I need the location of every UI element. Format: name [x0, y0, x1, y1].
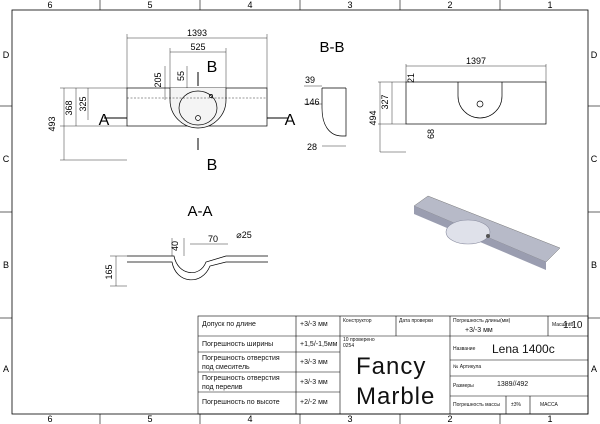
tol-length-label: Допуск по длине [202, 321, 256, 328]
section-aa-profile [127, 255, 268, 273]
brand-logo: Fancy Marble [356, 353, 436, 410]
drain-icon [195, 115, 201, 121]
zone-col-label: 1 [547, 414, 552, 424]
zone-col-label: 6 [47, 414, 52, 424]
scale-value: 1:10 [563, 320, 583, 331]
title-block-grid [197, 315, 589, 415]
zone-row-label: B [591, 260, 597, 270]
bowl-rim [169, 88, 227, 129]
back-bowl [457, 82, 503, 119]
dim-1397: 1397 [466, 56, 486, 66]
section-mark-b-top: B [207, 59, 218, 76]
scale-label: Масштаб [552, 322, 574, 328]
section-bb-profile [321, 88, 347, 137]
zone-row-label: C [591, 154, 598, 164]
size-label: Размеры [453, 383, 474, 389]
dim-68: 68 [426, 129, 436, 139]
section-mark-a-right: A [285, 112, 296, 129]
sink-3d-render [413, 195, 561, 270]
drain-icon [476, 100, 484, 108]
article-label: № Артикула [453, 364, 482, 370]
section-mark-a-left: A [99, 112, 110, 129]
mass-label: МАССА [540, 402, 558, 408]
dim-525: 525 [190, 42, 205, 52]
size-value: 1389//492 [497, 381, 529, 388]
section-bb-view [304, 85, 347, 147]
mass-tol-label: Погрешность массы [453, 402, 500, 408]
zone-col-label: 1 [547, 0, 552, 10]
zone-col-label: 4 [247, 0, 252, 10]
bowl-inner [178, 90, 218, 126]
zone-row-label: D [591, 50, 598, 60]
tap-hole-icon [209, 94, 213, 98]
tol-height-value: +2/-2 мм [300, 399, 328, 406]
render-drain-icon [486, 234, 490, 238]
zone-row-label: B [3, 260, 9, 270]
name-value: Lena 1400c [492, 342, 555, 356]
section-aa-view [110, 238, 268, 287]
dim-494: 494 [368, 110, 378, 125]
dim-146: 146 [304, 97, 319, 107]
mass-tol-value: ±3% [511, 402, 521, 408]
dim-205: 205 [153, 72, 163, 87]
zone-col-label: 5 [147, 0, 152, 10]
section-bb-title: B-B [319, 39, 344, 56]
length-tol-label: Погрешность длины(мм) [453, 318, 511, 324]
tol-width-label: Погрешность ширины [202, 341, 274, 348]
dim-hole-25: ⌀25 [236, 230, 251, 240]
tol-overflow-value: +3/-3 мм [300, 379, 328, 386]
section-aa-title: A-A [187, 203, 212, 220]
dim-39: 39 [305, 75, 315, 85]
dim-40: 40 [170, 241, 180, 251]
constructor-label: Конструктор [343, 318, 372, 324]
tol-width-value: +1,5/-1,5мм [300, 341, 338, 348]
tol-length-value: +3/-3 мм [300, 321, 328, 328]
zone-col-label: 2 [447, 0, 452, 10]
zone-col-label: 4 [247, 414, 252, 424]
name-label: Название [453, 346, 476, 352]
zone-col-label: 5 [147, 414, 152, 424]
render-bowl [445, 219, 491, 245]
checked-label: Дата проверки [399, 318, 433, 324]
zone-row-label: D [3, 50, 10, 60]
dim-55: 55 [176, 71, 186, 81]
dim-165: 165 [104, 264, 114, 279]
dim-368: 368 [64, 100, 74, 115]
tol-tap-hole-value: +3/-3 мм [300, 359, 328, 366]
dim-327: 327 [380, 94, 390, 109]
back-outline [405, 81, 547, 125]
zone-col-label: 3 [347, 0, 352, 10]
tol-overflow-label: Погрешность отверстия под перелив [202, 375, 280, 391]
dim-21: 21 [406, 73, 416, 83]
dim-325: 325 [78, 96, 88, 111]
zone-row-label: A [3, 364, 9, 374]
zone-col-label: 6 [47, 0, 52, 10]
zone-row-label: A [591, 364, 597, 374]
dim-70: 70 [208, 234, 218, 244]
back-view [378, 64, 547, 153]
dim-1393: 1393 [187, 28, 207, 38]
tol-height-label: Погрешность по высоте [202, 399, 280, 406]
zone-row-label: C [3, 154, 10, 164]
tol-tap-hole-label: Погрешность отверстия под смеситель [202, 355, 280, 371]
zone-col-label: 3 [347, 414, 352, 424]
dim-493: 493 [47, 116, 57, 131]
zone-col-label: 2 [447, 414, 452, 424]
dim-28: 28 [307, 142, 317, 152]
section-mark-b-bottom: B [207, 157, 218, 174]
length-tol-value: +3/-3 мм [465, 327, 493, 334]
checked-value: 10 проверено 0254 [343, 337, 375, 349]
top-view [60, 34, 288, 161]
